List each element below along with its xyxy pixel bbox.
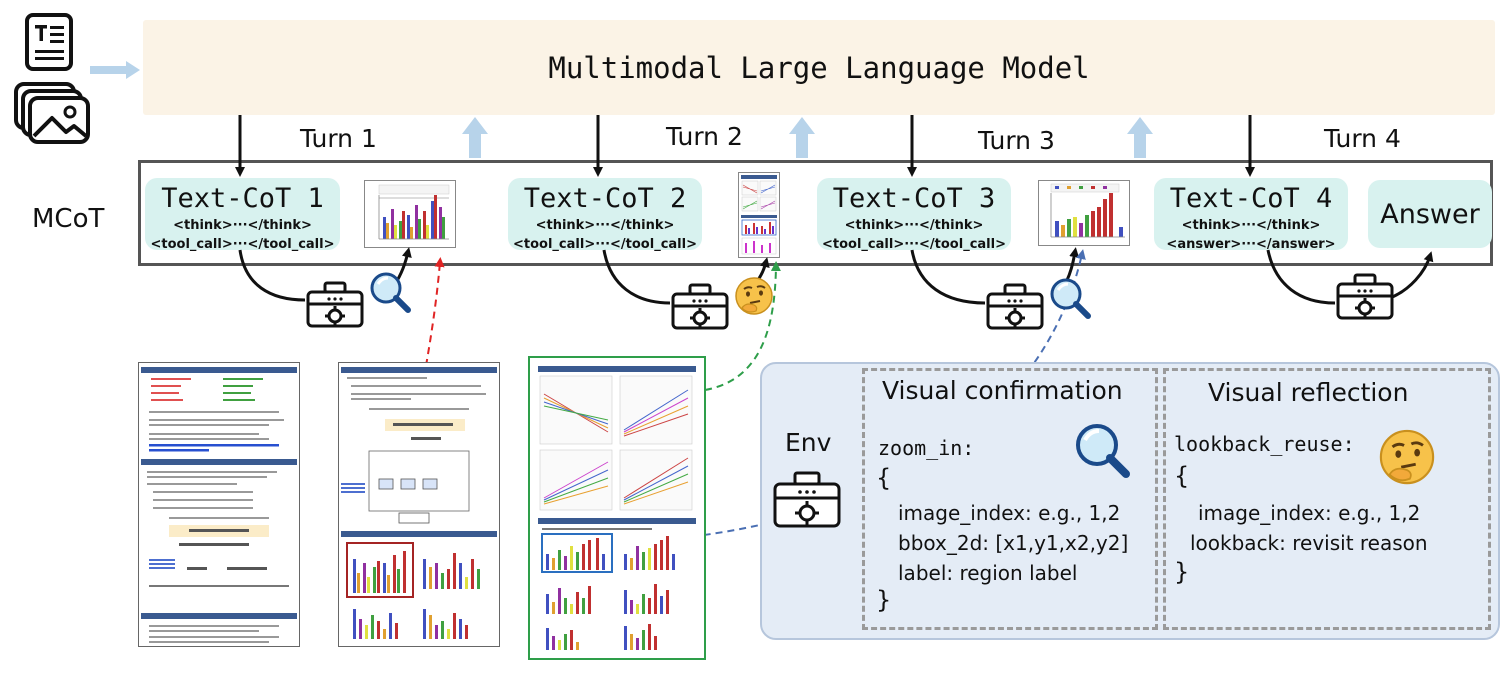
env-panel (760, 362, 1500, 640)
text-cot-2-think: <think>···</think> (535, 218, 675, 233)
lookback-close-brace: } (1174, 558, 1190, 586)
thinking-face-icon (734, 276, 774, 316)
document-icon (24, 12, 78, 74)
toolbox-icon (305, 280, 365, 330)
zoom-in-fn: zoom_in: (878, 436, 975, 460)
poster-page-1 (138, 362, 300, 647)
poster-page-2 (338, 362, 500, 647)
mllm-title: Multimodal Large Language Model (548, 50, 1090, 85)
turn-1-label: Turn 1 (300, 124, 377, 153)
text-cot-1-title: Text-CoT 1 (161, 183, 324, 214)
text-cot-1-think: <think>···</think> (173, 218, 312, 233)
toolbox-icon (670, 282, 730, 332)
poster-page-3 (528, 356, 706, 660)
mcot-label: MCoT (32, 204, 105, 234)
lookback-param-image-index: image_index: e.g., 1,2 (1198, 501, 1421, 525)
visual-confirmation-box (862, 368, 1158, 630)
answer-box: Answer (1368, 180, 1492, 248)
zoom-in-param-label: label: region label (898, 561, 1078, 585)
thinking-face-icon (1378, 428, 1436, 486)
text-cot-3-tool: <tool_call>···</tool_call> (822, 237, 1006, 252)
image-stack-icon (12, 80, 94, 146)
lookback-param-reason: lookback: revisit reason (1190, 531, 1428, 555)
text-cot-4-title: Text-CoT 4 (1169, 183, 1333, 214)
text-cot-2-title: Text-CoT 2 (523, 183, 687, 214)
text-cot-4-answer: <answer>···</answer> (1166, 237, 1336, 252)
visual-reflection-box (1163, 368, 1491, 630)
crop-thumbnail-1 (364, 180, 456, 248)
zoom-in-open-brace: { (876, 464, 892, 492)
text-cot-1-tool: <tool_call>···</tool_call> (150, 237, 335, 252)
text-cot-4: Text-CoT 4 <think>···</think> <answer>··… (1154, 178, 1348, 252)
magnifier-icon (1072, 420, 1132, 480)
env-label: Env (785, 428, 832, 457)
lookback-reuse-fn: lookback_reuse: (1174, 432, 1355, 456)
crop-thumbnail-3 (1038, 180, 1130, 246)
text-cot-1: Text-CoT 1 <think>···</think> <tool_call… (145, 178, 340, 252)
lookback-open-brace: { (1174, 462, 1190, 490)
zoom-in-close-brace: } (876, 586, 892, 614)
text-cot-3-think: <think>···</think> (844, 218, 984, 233)
text-cot-2: Text-CoT 2 <think>···</think> <tool_call… (508, 178, 702, 252)
text-cot-3: Text-CoT 3 <think>···</think> <tool_call… (817, 178, 1011, 252)
magnifier-icon (1048, 276, 1092, 320)
toolbox-icon (985, 282, 1045, 332)
input-arrow-icon (90, 60, 142, 80)
text-cot-2-tool: <tool_call>···</tool_call> (513, 237, 697, 252)
text-cot-4-think: <think>···</think> (1181, 218, 1321, 233)
zoom-in-param-bbox: bbox_2d: [x1,y1,x2,y2] (898, 531, 1129, 555)
lookback-thumbnail (738, 172, 780, 258)
magnifier-icon (368, 270, 412, 314)
zoom-in-param-image-index: image_index: e.g., 1,2 (898, 501, 1121, 525)
turn-2-label: Turn 2 (666, 122, 743, 151)
text-cot-3-title: Text-CoT 3 (832, 183, 996, 214)
turn-4-label: Turn 4 (1324, 124, 1401, 153)
answer-label: Answer (1380, 198, 1480, 230)
toolbox-icon (772, 470, 842, 530)
mllm-box: Multimodal Large Language Model (143, 20, 1495, 115)
toolbox-icon (1335, 272, 1395, 322)
turn-3-label: Turn 3 (978, 126, 1055, 155)
visual-reflection-title: Visual reflection (1208, 378, 1409, 407)
visual-confirmation-title: Visual confirmation (882, 376, 1123, 405)
